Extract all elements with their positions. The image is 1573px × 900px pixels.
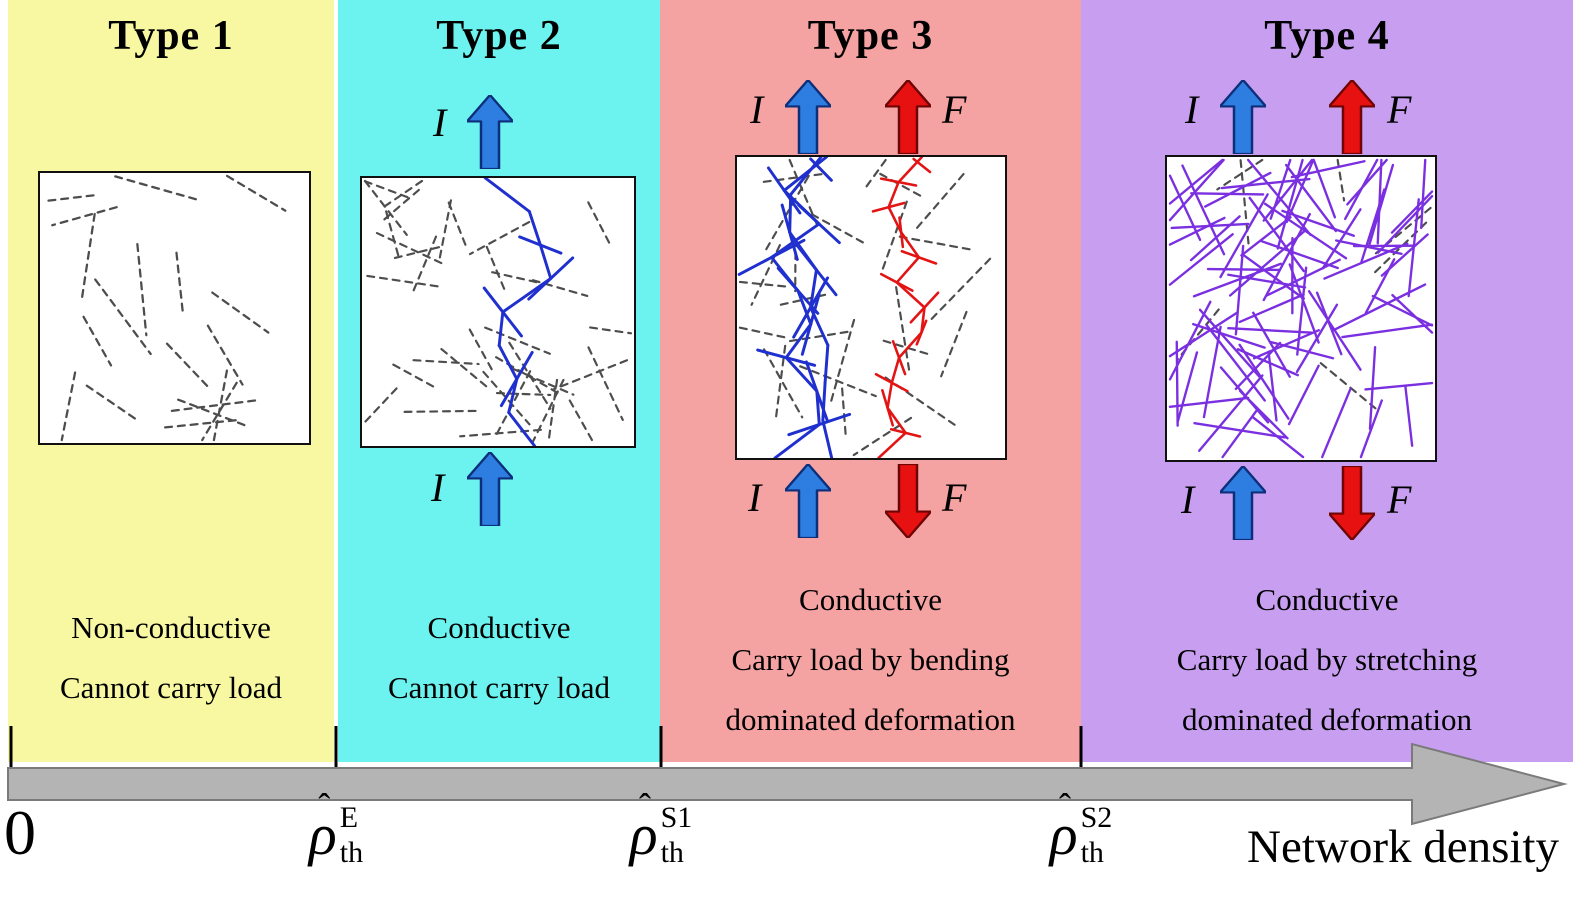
panel-type-4: Type 4 I F I F Conductive Carry load by …	[1081, 0, 1573, 762]
force-arrow-down-icon	[885, 464, 931, 538]
panel-title: Type 4	[1264, 13, 1390, 59]
panel-description: Conductive Carry load by bending dominat…	[725, 582, 1016, 737]
force-label: F	[942, 87, 967, 132]
current-arrow-up-icon	[467, 452, 513, 526]
force-label: F	[942, 475, 967, 520]
current-arrow-up-icon	[1220, 80, 1266, 154]
panel-title: Type 2	[436, 13, 562, 59]
current-arrow-up-icon	[785, 80, 831, 154]
current-arrow-up-icon	[785, 464, 831, 538]
hat-accent: ˆ	[318, 786, 331, 826]
panel-description: Conductive Cannot carry load	[387, 610, 611, 705]
panel-title: Type 1	[108, 13, 234, 59]
panel-type-1: Type 1 Non-conductive Cannot carry load	[8, 0, 334, 762]
current-label: I	[433, 100, 447, 145]
axis-arrow-shape	[7, 742, 1568, 826]
axis-title: Network density	[1247, 821, 1559, 873]
hat-accent: ˆ	[1059, 786, 1072, 826]
current-arrow-up-icon	[1220, 466, 1266, 540]
network-box	[360, 176, 636, 448]
hat-accent: ˆ	[639, 786, 652, 826]
panel-type-2: Type 2 I I Conductive Cannot carry load	[338, 0, 660, 762]
force-label: F	[1387, 477, 1412, 522]
current-label: I	[1181, 477, 1195, 522]
panel-description: Conductive Carry load by stretching domi…	[1176, 582, 1478, 737]
network-box	[735, 155, 1007, 460]
density-axis	[7, 726, 1568, 826]
current-arrow-up-icon	[467, 95, 513, 169]
panel-title: Type 3	[807, 13, 934, 59]
force-arrow-up-icon	[1329, 80, 1375, 154]
axis-origin-label: 0	[4, 797, 36, 868]
fiber-network-percolated	[363, 178, 633, 446]
fiber-network-bending	[737, 157, 992, 458]
panel-type-3: Type 3 I F I F Conductive Carry load by …	[660, 0, 1081, 762]
network-box	[38, 171, 311, 445]
current-label: I	[748, 475, 762, 520]
force-arrow-up-icon	[885, 80, 931, 154]
network-box	[1165, 155, 1437, 462]
force-arrow-down-icon	[1329, 466, 1375, 540]
current-label: I	[1185, 87, 1199, 132]
force-label: F	[1387, 87, 1412, 132]
panel-description: Non-conductive Cannot carry load	[59, 610, 283, 705]
fiber-network-sparse	[41, 174, 287, 442]
current-label: I	[431, 465, 445, 510]
fiber-network-dense	[1168, 158, 1434, 459]
current-label: I	[750, 87, 764, 132]
